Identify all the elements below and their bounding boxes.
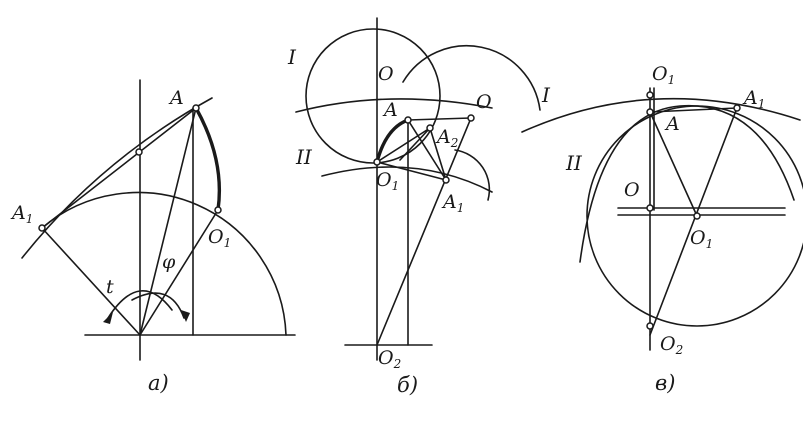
panel-v-caption: в)	[655, 371, 675, 395]
panel-b-caption: б)	[397, 373, 418, 397]
panel-b-label-o-right: O	[476, 91, 492, 113]
panel-b-lower-arc-ii	[321, 166, 493, 193]
panel-b-point-a2	[426, 124, 434, 132]
panel-b-small-arc	[454, 149, 491, 201]
panel-v-label-a1-sub: 1	[758, 97, 766, 111]
panel-b-label-a2-main: A	[435, 126, 451, 148]
panel-v-label-a1: A1	[742, 87, 765, 111]
panel-a-label-o1: O1	[208, 226, 231, 250]
panel-a-upper-arc	[21, 97, 213, 259]
panel-b-label-o2-sub: 2	[393, 357, 402, 371]
panel-b-label-a1-main: A	[441, 191, 457, 213]
panel-a-radius-to-a1	[41, 227, 141, 336]
panel-v-label-o2-sub: 2	[675, 343, 684, 357]
panel-v-label-o: O	[624, 179, 640, 201]
panel-v-point-a1	[733, 104, 741, 112]
panel-b-point-a	[404, 116, 412, 124]
panel-b-circle-right	[402, 44, 541, 111]
panel-v-label-a1-main: A	[742, 87, 758, 109]
panel-a: A A1 O1 t φ а)	[10, 79, 296, 395]
panel-a-caption: а)	[148, 371, 169, 395]
panel-v-point-o1-top	[646, 91, 654, 99]
panel-v-label-o1-main: O	[690, 227, 706, 249]
panel-b-line-a2-a1	[429, 127, 447, 181]
panel-a-label-a1-main: A	[10, 202, 26, 224]
panel-v-point-o1	[693, 212, 701, 220]
panel-b-point-o	[467, 114, 475, 122]
panel-v-arc-inner	[579, 104, 795, 263]
panel-a-point-o1	[214, 206, 222, 214]
panel-b-thick-arc	[375, 118, 410, 164]
panel-b-label-o2-main: O	[378, 347, 394, 369]
panel-v-label-o1-top: O1	[652, 63, 675, 87]
panel-a-arc-t	[107, 290, 173, 319]
panel-v-arc-i	[521, 97, 801, 133]
panel-v-line-a-o1	[649, 111, 698, 217]
panel-v-label-i: I	[541, 83, 551, 107]
panel-b-line-o1-a1	[376, 161, 447, 181]
panel-v-line-a-a1	[649, 107, 738, 113]
panel-v-label-o1-sub: 1	[706, 237, 714, 251]
panel-a-label-o1-sub: 1	[224, 236, 232, 250]
panel-a-radius-to-o1	[139, 209, 219, 336]
panel-b-label-o1: O1	[376, 169, 399, 193]
panel-v-label-ii: II	[565, 151, 583, 175]
panel-a-point-a	[192, 104, 200, 112]
panel-v-label-o1-top-main: O	[652, 63, 668, 85]
panel-a-big-arc	[41, 191, 287, 336]
panel-b-line-a-a1	[407, 119, 447, 181]
panel-a-arrow-phi-icon	[181, 310, 190, 322]
panel-b-upper-arc	[295, 98, 493, 113]
panel-v-line-a1-o2	[649, 107, 738, 336]
panel-a-label-o1-main: O	[208, 226, 224, 248]
panel-v-label-o2: O2	[660, 333, 683, 357]
panel-b-label-a1: A1	[441, 191, 464, 215]
panel-b-label-o1-main: O	[376, 169, 392, 191]
panel-v-label-o1-top-sub: 1	[668, 73, 676, 87]
panel-b-label-o-top: O	[378, 63, 394, 85]
panel-b-line-a-o	[407, 117, 472, 121]
panel-a-radius-to-a	[139, 107, 197, 336]
panel-b: I II O O A A2 O1 A1 O2 б)	[287, 17, 541, 397]
panel-a-label-a: A	[168, 87, 184, 109]
panel-a-arc-phi	[131, 292, 185, 319]
panel-a-thick-arc-a-o1	[194, 106, 222, 212]
panel-a-segment-a1-a	[41, 107, 197, 229]
panel-v-point-o	[646, 204, 654, 212]
panel-a-label-a1: A1	[10, 202, 33, 226]
panel-b-label-a2: A2	[435, 126, 458, 150]
panel-v-label-o2-main: O	[660, 333, 676, 355]
panel-a-label-t: t	[106, 276, 114, 298]
panel-b-label-a2-sub: 2	[450, 136, 459, 150]
panel-b-line-inner	[399, 127, 431, 161]
panel-a-point-a1	[38, 224, 46, 232]
panel-v-point-o2	[646, 322, 654, 330]
panel-v-label-o1: O1	[690, 227, 713, 251]
panel-a-label-phi: φ	[162, 251, 176, 273]
panel-b-label-a: A	[382, 99, 398, 121]
panel-a-arrow-t-icon	[103, 312, 113, 324]
panel-b-label-a1-sub: 1	[457, 201, 465, 215]
panel-a-label-a1-sub: 1	[26, 212, 34, 226]
panel-v-label-a: A	[664, 113, 680, 135]
panel-b-point-o1	[373, 158, 381, 166]
panel-b-line-o2-o	[376, 117, 472, 346]
panel-b-point-a1	[442, 176, 450, 184]
panel-b-line-o1-a2	[376, 127, 431, 163]
panel-b-label-ii: II	[295, 145, 313, 169]
panel-a-point-mid	[135, 148, 143, 156]
panel-b-circle-i	[305, 28, 441, 164]
panel-v-point-a	[646, 108, 654, 116]
panel-v: I II O1 A A1 O O1 O2 в)	[521, 63, 803, 395]
panel-b-label-o2: O2	[378, 347, 401, 371]
panel-b-label-i: I	[287, 45, 297, 69]
panel-b-label-o1-sub: 1	[392, 179, 400, 193]
